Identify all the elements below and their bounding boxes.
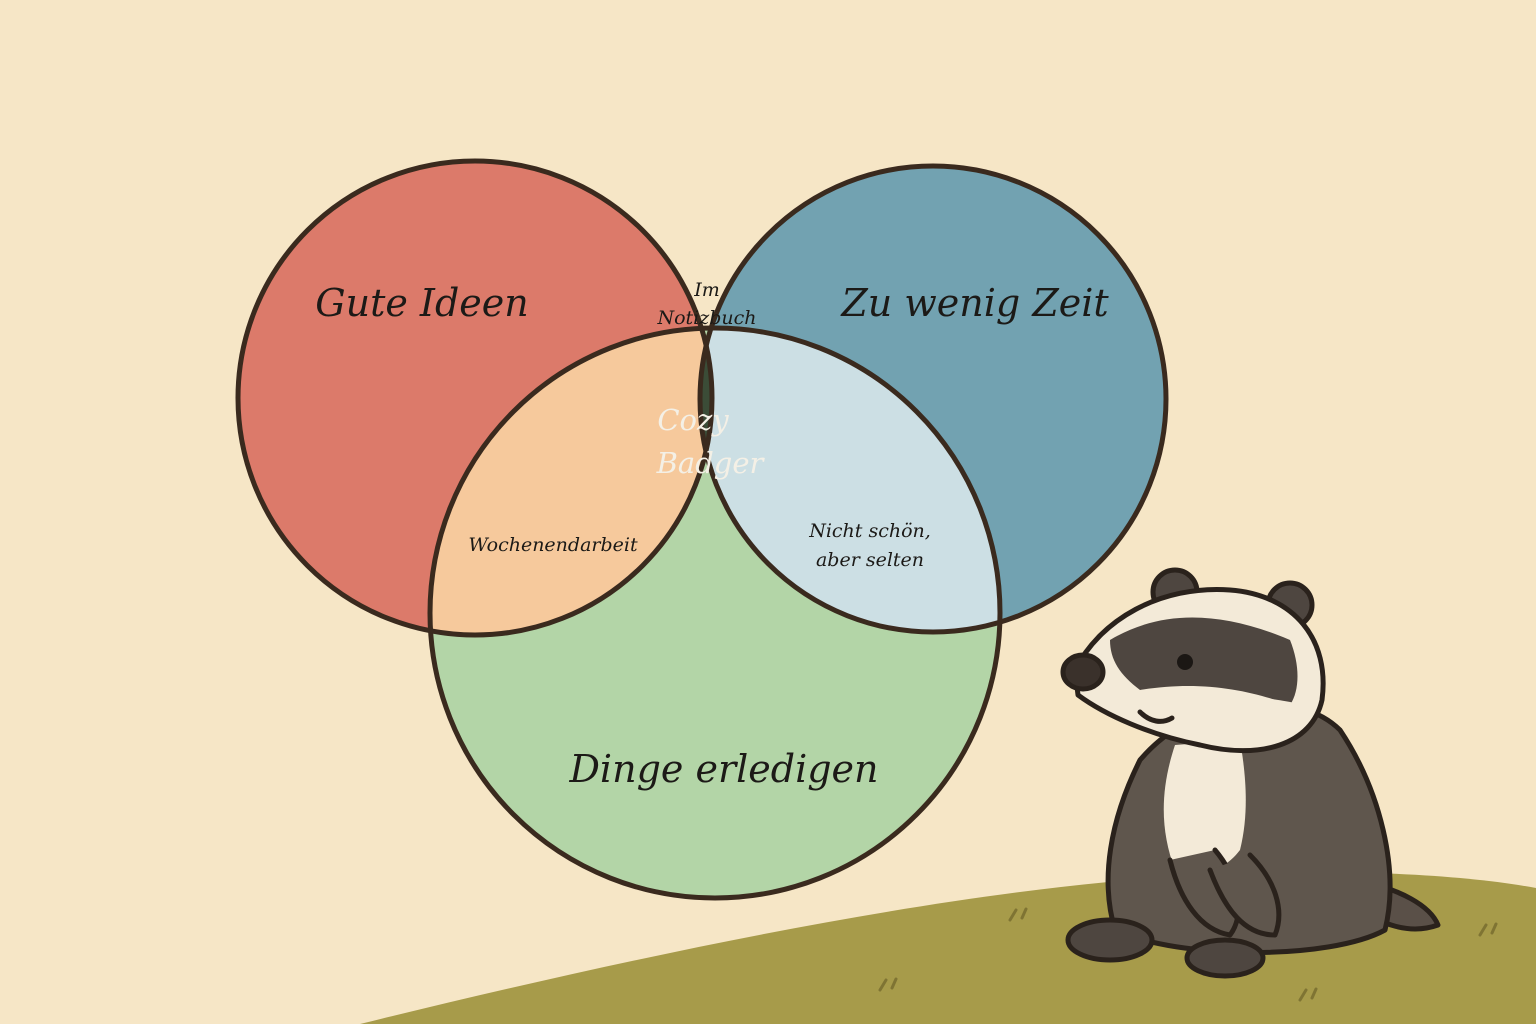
outline-dinge-erledigen (427, 325, 1003, 901)
label-dinge-erledigen: Dinge erledigen (568, 747, 878, 791)
label-center-line2: Badger (656, 446, 766, 480)
label-im-notizbuch-line1: Im (693, 279, 720, 301)
label-center-line1: Cozy (657, 403, 729, 437)
label-nicht-schoen-line1: Nicht schön, (808, 520, 931, 542)
label-im-notizbuch-line2: Notizbuch (656, 307, 756, 329)
outline-zu-wenig-zeit (697, 163, 1169, 635)
label-wochenendarbeit: Wochenendarbeit (468, 534, 638, 556)
badger-illustration (1060, 567, 1441, 979)
label-gute-ideen: Gute Ideen (315, 281, 528, 325)
region-gute-ideen-dinge-erledigen (430, 328, 712, 635)
outline-gute-ideen (235, 158, 715, 638)
label-zu-wenig-zeit: Zu wenig Zeit (840, 281, 1109, 325)
label-nicht-schoen-line2: aber selten (816, 549, 924, 571)
